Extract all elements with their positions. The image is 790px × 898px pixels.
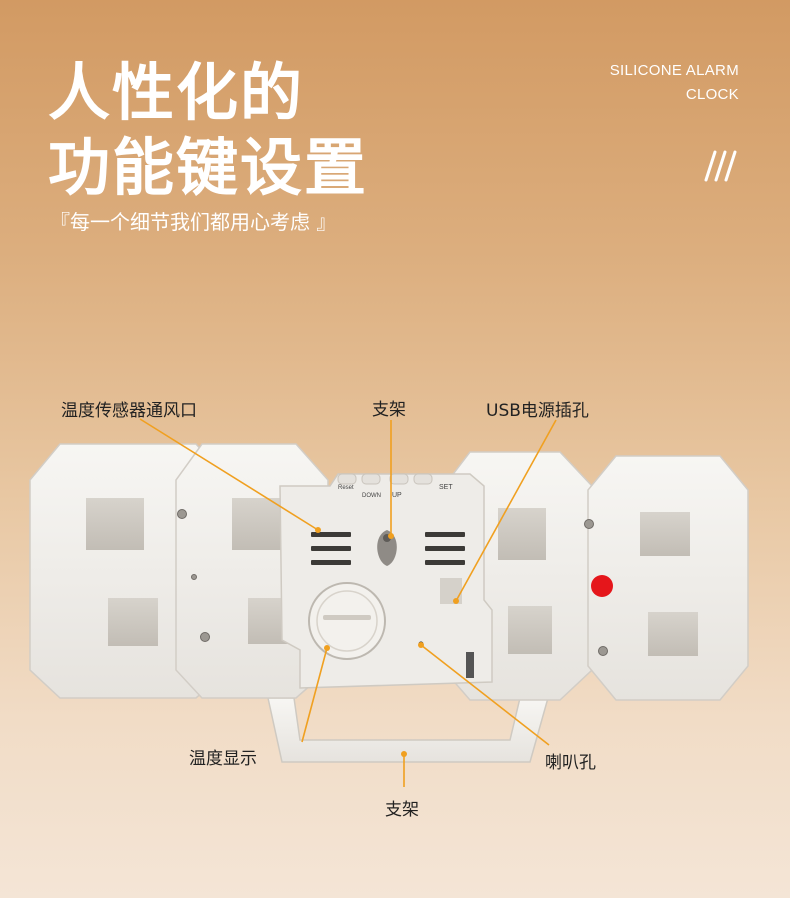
callout-stand-top: 支架 <box>372 400 406 420</box>
callout-speaker-hole: 喇叭孔 <box>545 753 596 773</box>
headline-line-1: 人性化的 <box>48 56 305 129</box>
vent-slots <box>311 532 465 565</box>
triple-slash-decoration <box>704 150 737 182</box>
digit-block-4 <box>587 455 749 701</box>
callout-temp-sensor-vent: 温度传感器通风口 <box>61 401 197 421</box>
callout-temp-display: 温度显示 <box>189 749 257 769</box>
reset-button-label: Reset <box>338 485 354 491</box>
callout-stand-bottom: 支架 <box>385 800 419 820</box>
back-panel <box>279 473 493 689</box>
headline-line-2: 功能键设置 <box>48 131 369 204</box>
down-button-label: DOWN <box>362 493 381 499</box>
subtitle: 『每一个细节我们都用心考虑 』 <box>50 210 337 234</box>
set-button-label: SET <box>439 484 453 491</box>
callout-usb-port: USB电源插孔 <box>486 401 589 421</box>
battery-cover <box>308 582 386 660</box>
up-button-label: UP <box>392 492 402 499</box>
function-buttons: SET UP DOWN Reset <box>337 473 453 499</box>
brand-line-2: CLOCK <box>685 86 739 103</box>
brand-line-1: SILICONE ALARM <box>609 62 739 79</box>
stand-handle <box>267 697 549 763</box>
